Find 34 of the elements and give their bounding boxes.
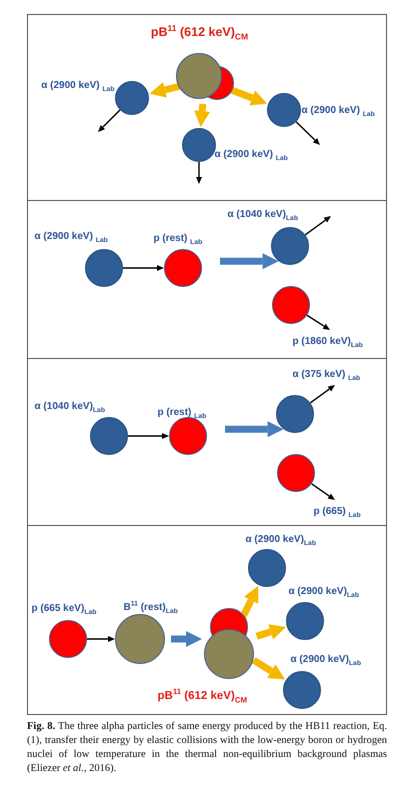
block-arrow [194,104,210,128]
block-arrow [171,631,202,647]
panel-frame [27,200,387,359]
figure-caption: Fig. 8. The three alpha particles of same energy produced by the HB11 reaction, Eq. (1), transfer their energy by elastic collisions with the low-energy boron or hydrogen nuclei of low temperature in the thermal non-equilibrium background plasmas (Eliezer et al., 2016). [27,720,387,776]
particle-label: α (2900 keV)$_{Lab}$ [288,584,360,598]
particle-label: α (1040 keV)$_{Lab}$ [34,400,106,414]
particle-label: α (2900 keV)$_{Lab}$ [246,532,317,546]
block-arrow [220,253,279,270]
particle-label: p (1860 keV)$_{Lab}$ [292,334,364,348]
particle-label: p (665 keV)$_{Lab}$ [32,602,98,616]
particle-label: p (rest) $_{Lab}$ [154,232,204,246]
particle-label: α (1040 keV)$_{Lab}$ [228,208,299,222]
particle-label: α (2900 keV) $_{Lab}$ [214,148,289,162]
arrow [87,636,115,642]
block-arrow [149,82,183,98]
arrow [128,433,169,439]
block-arrow [256,624,286,640]
particle-label: α (2900 keV) $_{Lab}$ [40,78,114,92]
particle-label: α (375 keV) $_{Lab}$ [292,368,362,382]
arrow [123,265,164,271]
block-arrow [238,586,258,621]
block-arrow [225,421,284,438]
panel-frame [27,358,387,526]
particle-label: p (665) $_{Lab}$ [314,504,362,518]
panel-frame [27,14,387,201]
particle-label: α (2900 keV) $_{Lab}$ [34,230,109,244]
particle-label: B$^{11}$ (rest)$_{Lab}$ [124,600,179,614]
particle-label: p (rest) $_{Lab}$ [158,406,208,420]
particle-label: α (2900 keV) $_{Lab}$ [302,104,376,118]
particle-label: pB$^{11}$ (612 keV)$_{CM}$ [150,24,250,41]
panel-frame [27,525,387,715]
block-arrow [252,657,285,680]
particle-label: α (2900 keV)$_{Lab}$ [290,652,362,666]
particle-label: pB$^{11}$ (612 keV)$_{CM}$ [158,688,248,704]
